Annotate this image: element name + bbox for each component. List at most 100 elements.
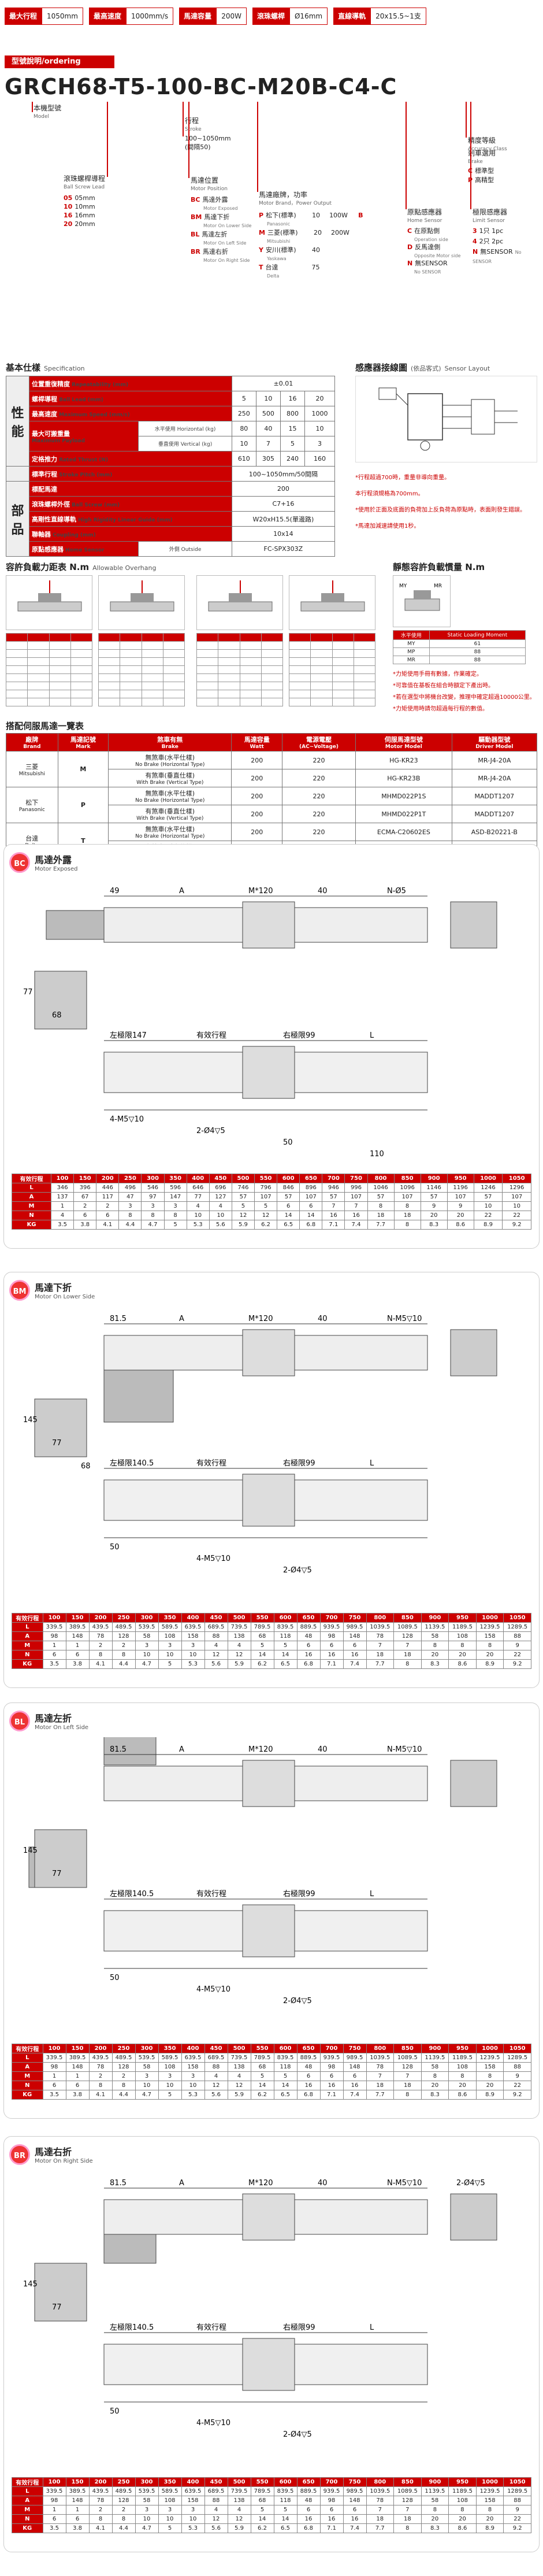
- dimension-cell: 3.8: [73, 1220, 97, 1230]
- spec-label: 標準行程 Stroke Pitch (mm): [29, 466, 232, 482]
- spec-spacer: [6, 466, 29, 482]
- dimension-cell: 8: [421, 2505, 449, 2515]
- dimension-cell: 8.3: [420, 1220, 448, 1230]
- spec-cell: 5: [231, 391, 256, 406]
- dimension-cell: 16: [319, 2081, 344, 2090]
- overhang-cell: [49, 657, 71, 666]
- dimension-cell: 5.6: [204, 2523, 228, 2533]
- dimension-cell: 989.5: [343, 1622, 367, 1632]
- dimension-label: 40: [318, 2179, 328, 2188]
- dimension-label: 2-Ø4▽5: [283, 1566, 312, 1575]
- overhang-illustration: [289, 575, 375, 630]
- spec-cell: 500: [255, 406, 281, 421]
- overhang-cell: [353, 673, 376, 682]
- dimension-cell: 639.5: [181, 2053, 205, 2063]
- dimension-cell: 18: [393, 2514, 422, 2524]
- overhang-cell: [70, 690, 93, 698]
- dimension-cell: 739.5: [227, 1622, 251, 1632]
- dimension-cell: 18: [366, 1650, 395, 1660]
- spec-row: 聯軸器 Coupling (mm)10x14: [6, 526, 336, 542]
- dimension-row-label: L: [11, 1183, 52, 1193]
- overhang-cell: [261, 633, 284, 642]
- dimension-cell: 18: [393, 1650, 422, 1660]
- section-title-en: Motor On Right Side: [35, 2158, 93, 2164]
- dimension-cell: 400: [181, 1613, 205, 1623]
- overhang-cell: [332, 641, 354, 650]
- spec-group-perf: 性能: [6, 376, 29, 467]
- dimension-cell: 1139.5: [421, 1622, 449, 1632]
- overhang-cell: [288, 690, 311, 698]
- dimension-cell: 1: [51, 1201, 75, 1211]
- dimension-cell: 58: [421, 2496, 449, 2505]
- dimension-cell: 118: [273, 2062, 297, 2072]
- dimension-cell: 3: [135, 1641, 159, 1650]
- dimension-cell: 117: [96, 1192, 120, 1202]
- spec-cell: C7+16: [231, 496, 336, 512]
- dimension-cell: 7.1: [319, 1659, 344, 1669]
- overhang-cell: [5, 657, 28, 666]
- dimension-cell: 68: [250, 1631, 274, 1641]
- dimension-cell: 6.2: [254, 1220, 278, 1230]
- dimension-cell: 6.5: [273, 2523, 297, 2533]
- dimension-cell: 9: [447, 1201, 474, 1211]
- dimension-cell: 650: [296, 1613, 321, 1623]
- overhang-cell: [196, 641, 219, 650]
- dimension-cell: 16: [343, 1650, 367, 1660]
- dimension-cell: 20: [421, 2514, 449, 2524]
- dimension-cell: 739.5: [227, 2486, 251, 2496]
- dimension-cell: 989.5: [343, 2486, 367, 2496]
- dimension-cell: 7.4: [343, 2090, 367, 2100]
- overhang-cell: [162, 641, 185, 650]
- dimension-cell: 158: [181, 2496, 205, 2505]
- dimension-cell: 489.5: [111, 2486, 136, 2496]
- dimension-cell: 389.5: [65, 2486, 90, 2496]
- overhang-cell: [27, 641, 50, 650]
- dimension-label: L: [370, 1459, 374, 1468]
- dimension-cell: 88: [503, 2496, 531, 2505]
- dimension-cell: 339.5: [42, 2053, 66, 2063]
- dimension-cell: 7.1: [319, 2523, 344, 2533]
- ordering-title: 型號說明/ordering method: [5, 55, 114, 79]
- overhang-cell: [49, 633, 71, 642]
- dimension-cell: 5.3: [181, 1659, 205, 1669]
- dimension-row-label: M: [12, 2505, 43, 2515]
- dimension-cell: 3.5: [42, 1659, 66, 1669]
- dimension-cell: 789.5: [250, 1622, 274, 1632]
- overhang-cell: [120, 682, 142, 690]
- dimension-cell: 600: [273, 2044, 297, 2053]
- dimension-cell: 5.9: [227, 1659, 251, 1669]
- dimension-cell: 12: [254, 1211, 278, 1220]
- spec-cell: 3: [304, 436, 335, 451]
- overhang-cell: [120, 641, 142, 650]
- dimension-cell: 839.5: [273, 2053, 297, 2063]
- dimension-cell: 4: [51, 1211, 75, 1220]
- dimension-cell: 12: [227, 2514, 251, 2524]
- spec-row: 部品標配馬達 200: [6, 481, 336, 557]
- overhang-cell: [141, 649, 163, 658]
- dimension-row-label: A: [12, 1631, 43, 1641]
- dimension-cell: 3.5: [51, 1220, 75, 1230]
- overhang-cell: [261, 641, 284, 650]
- motor-voltage: 220: [281, 751, 356, 769]
- dimension-cell: 850: [393, 1613, 422, 1623]
- dimension-label: N-M5▽10: [387, 1315, 422, 1323]
- dimension-cell: 128: [393, 1631, 422, 1641]
- overhang-cell: [332, 690, 354, 698]
- dimension-label: N-M5▽10: [387, 1745, 422, 1754]
- dimension-label: 2-Ø4▽5: [283, 2430, 312, 2439]
- dimension-cell: 1146: [420, 1183, 448, 1193]
- overhang-cell: [27, 698, 50, 706]
- motor-watt: 200: [231, 787, 282, 805]
- dimension-cell: 3: [163, 1201, 187, 1211]
- dimension-cell: 1239.5: [475, 2486, 504, 2496]
- dimension-label: 81.5: [110, 2179, 127, 2188]
- dimension-label: 有效行程: [196, 1459, 226, 1468]
- dimension-cell: 3.5: [42, 2523, 66, 2533]
